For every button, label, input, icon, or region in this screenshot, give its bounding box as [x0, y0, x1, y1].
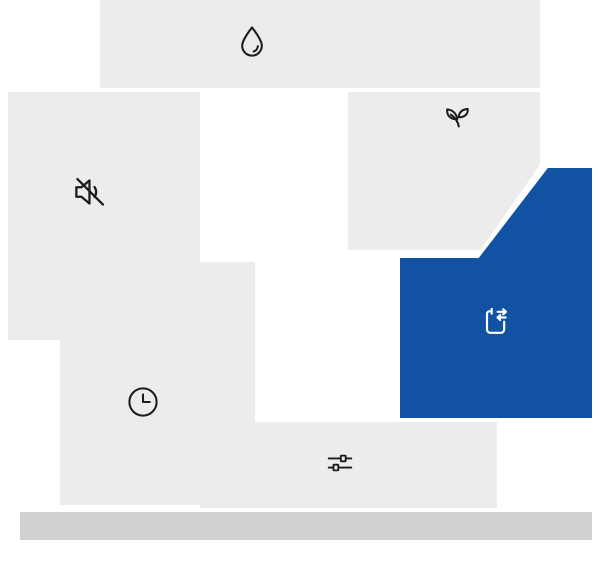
- speaker-mute-icon: [69, 171, 111, 213]
- sliders-icon: [323, 446, 357, 480]
- tile-settings[interactable]: [200, 422, 497, 508]
- clock-icon: [124, 383, 162, 421]
- tile-eco[interactable]: [348, 92, 540, 250]
- hose-swap-icon: [475, 302, 515, 342]
- tile-water[interactable]: [100, 0, 540, 88]
- leaves-icon: [439, 98, 477, 136]
- bottom-tray-bar: [20, 512, 592, 540]
- water-drop-icon: [233, 23, 271, 61]
